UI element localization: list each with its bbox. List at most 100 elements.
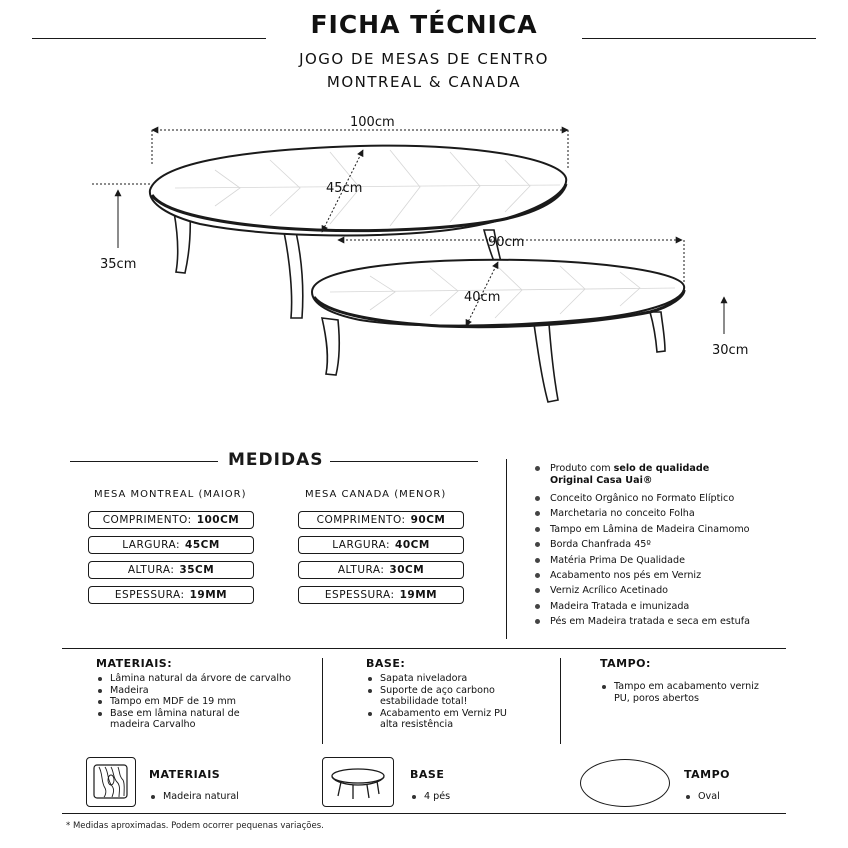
spec-row: COMPRIMENTO: 100CM — [88, 511, 254, 529]
list-item: Suporte de aço carbono — [366, 685, 556, 697]
list-item: Madeira natural — [149, 791, 299, 803]
materiais-list: Lâmina natural da árvore de carvalho Mad… — [96, 673, 316, 731]
page-title: FICHA TÉCNICA — [310, 10, 538, 39]
large-table-marquetry — [174, 149, 561, 227]
spec-row: ALTURA: 35CM — [88, 561, 254, 579]
lower-divider-2 — [560, 658, 561, 744]
list-item: Acabamento em Verniz PU — [366, 708, 556, 720]
spec-value: 100CM — [196, 514, 240, 526]
spec-value: 40CM — [395, 539, 430, 551]
spec-label: ALTURA: — [127, 564, 175, 576]
base-list: Sapata niveladora Suporte de aço carbono… — [366, 673, 556, 731]
table-base-icon — [322, 757, 394, 807]
spec-row: LARGURA: 45CM — [88, 536, 254, 554]
spec-label: COMPRIMENTO: — [316, 514, 406, 526]
small-length-label: 90cm — [488, 235, 524, 250]
small-width-label: 40cm — [464, 290, 500, 305]
list-item: alta resistência — [380, 719, 454, 731]
list-item: madeira Carvalho — [110, 719, 196, 731]
list-item: Matéria Prima De Qualidade — [532, 553, 832, 568]
list-item: Madeira Tratada e imunizada — [532, 599, 832, 614]
spec-row: COMPRIMENTO: 90CM — [298, 511, 464, 529]
spec-label: LARGURA: — [332, 539, 391, 551]
wood-grain-icon — [86, 757, 136, 807]
dimension-lines — [92, 126, 728, 334]
spec-value: 19MM — [189, 589, 228, 601]
canada-heading: MESA CANADA (MENOR) — [305, 489, 447, 500]
list-item: Acabamento nos pés em Verniz — [532, 568, 832, 583]
small-table-legs — [320, 311, 666, 403]
spec-row: ESPESSURA: 19MM — [88, 586, 254, 604]
spec-label: ESPESSURA: — [114, 589, 185, 601]
footer-rule — [62, 813, 786, 814]
dimension-labels: 100cm 45cm 35cm 90cm 40cm 30cm — [100, 115, 748, 358]
tampo-heading: TAMPO: — [600, 657, 651, 670]
large-length-label: 100cm — [350, 115, 395, 130]
wood-grain-icon-svg — [93, 764, 128, 799]
list-item: Oval — [684, 791, 784, 803]
list-item: Madeira — [96, 685, 316, 697]
medidas-rule-right — [330, 461, 478, 462]
list-item: Tampo em Lâmina de Madeira Cinamomo — [532, 522, 832, 537]
large-width-label: 45cm — [326, 181, 362, 196]
spec-value: 35CM — [179, 564, 215, 576]
tampo-list: Tampo em acabamento verniz PU, poros abe… — [600, 681, 790, 704]
feature-prefix: Produto com — [550, 463, 614, 474]
features-list: Produto com selo de qualidade Original C… — [532, 463, 832, 630]
spec-value: 45CM — [185, 539, 220, 551]
table-base-icon-svg — [331, 768, 385, 799]
page-subtitle-line1: JOGO DE MESAS DE CENTRO — [299, 50, 549, 68]
spec-label: ESPESSURA: — [324, 589, 395, 601]
large-table-legs — [173, 211, 503, 319]
list-item: Base em lâmina natural de — [96, 708, 316, 720]
list-item: Tampo em acabamento verniz — [600, 681, 790, 693]
icon-base-title: BASE — [410, 768, 445, 781]
icon-tampo-title: TAMPO — [684, 768, 731, 781]
montreal-heading: MESA MONTREAL (MAIOR) — [94, 489, 247, 500]
icon-tampo-list: Oval — [684, 791, 784, 803]
spec-row: ALTURA: 30CM — [298, 561, 464, 579]
spec-label: COMPRIMENTO: — [102, 514, 192, 526]
spec-label: LARGURA: — [122, 539, 181, 551]
footnote: * Medidas aproximadas. Podem ocorrer peq… — [66, 821, 324, 831]
lower-divider-1 — [322, 658, 323, 744]
feature-quality-seal: selo de qualidade — [613, 463, 710, 474]
icon-base-list: 4 pés — [410, 791, 510, 803]
canada-specs: COMPRIMENTO: 90CM LARGURA: 40CM ALTURA: 30C… — [298, 511, 464, 604]
spec-row: ESPESSURA: 19MM — [298, 586, 464, 604]
list-item: Lâmina natural da árvore de carvalho — [96, 673, 316, 685]
list-item: Pés em Madeira tratada e seca em estufa — [532, 614, 832, 629]
icon-materiais-list: Madeira natural — [149, 791, 299, 803]
list-item: PU, poros abertos — [614, 692, 699, 704]
materiais-heading: MATERIAIS: — [96, 657, 173, 670]
spec-value: 30CM — [389, 564, 425, 576]
list-item: 4 pés — [410, 791, 510, 803]
montreal-specs: COMPRIMENTO: 100CM LARGURA: 45CM ALTURA: 35… — [88, 511, 254, 604]
medidas-title: MEDIDAS — [228, 450, 324, 470]
spec-row: LARGURA: 40CM — [298, 536, 464, 554]
list-item: Borda Chanfrada 45º — [532, 537, 832, 552]
page-subtitle-line2: MONTREAL & CANADA — [326, 73, 522, 91]
oval-icon — [580, 759, 670, 807]
section-rule — [62, 648, 786, 649]
icon-materiais-title: MATERIAIS — [149, 768, 221, 781]
feature-original-brand: Original Casa Uai® — [550, 475, 653, 486]
title-rule-left — [32, 38, 266, 39]
list-item: Sapata niveladora — [366, 673, 556, 685]
base-heading: BASE: — [366, 657, 406, 670]
spec-value: 90CM — [410, 514, 446, 526]
spec-value: 19MM — [399, 589, 438, 601]
medidas-divider — [506, 459, 507, 639]
small-table-marquetry — [329, 263, 676, 319]
medidas-rule-left — [70, 461, 218, 462]
tables-technical-drawing: 100cm 45cm 35cm 90cm 40cm 30cm — [92, 115, 748, 403]
list-item: estabilidade total! — [380, 696, 468, 708]
small-height-label: 30cm — [712, 343, 748, 358]
list-item: Produto com selo de qualidade Original C… — [532, 463, 832, 487]
title-rule-right — [582, 38, 816, 39]
spec-label: ALTURA: — [337, 564, 385, 576]
large-height-label: 35cm — [100, 257, 136, 272]
list-item: Marchetaria no conceito Folha — [532, 506, 832, 521]
list-item: Verniz Acrílico Acetinado — [532, 583, 832, 598]
list-item: Tampo em MDF de 19 mm — [96, 696, 316, 708]
